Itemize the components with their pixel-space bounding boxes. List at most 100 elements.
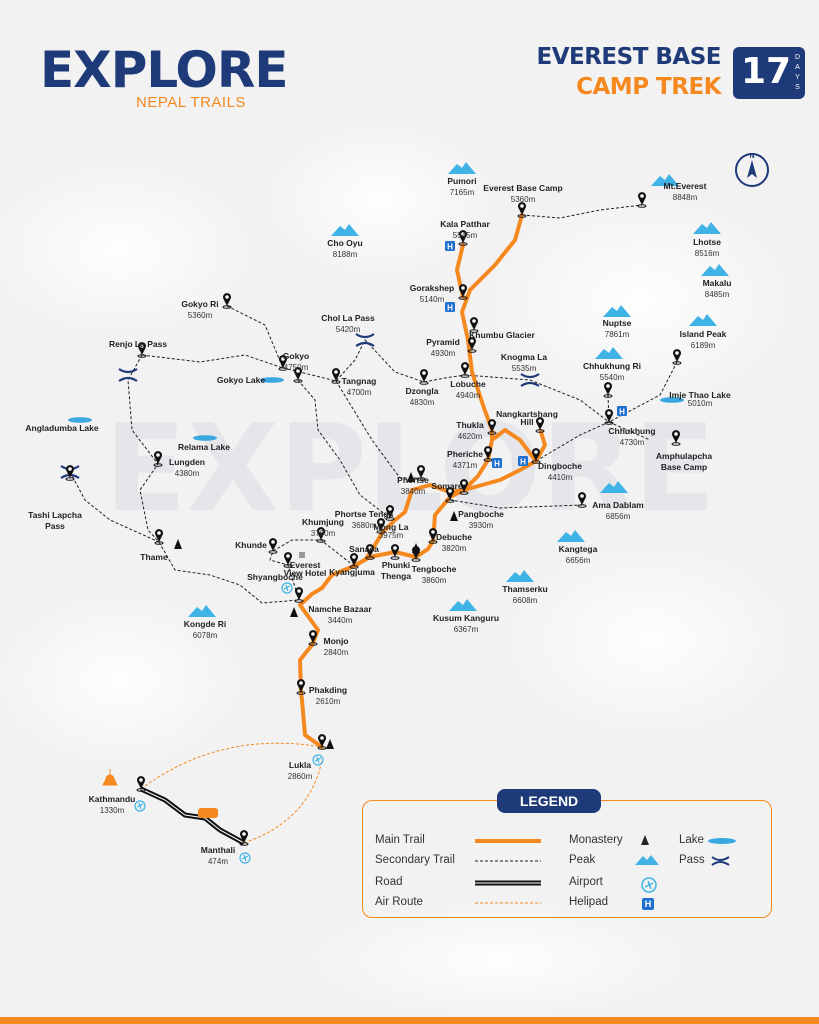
location-pin-icon[interactable] xyxy=(294,587,304,603)
place-elevation: 3440m xyxy=(328,616,353,625)
days-label: DAYS xyxy=(794,54,801,91)
location-pin-icon[interactable] xyxy=(283,552,293,568)
location-pin-icon[interactable] xyxy=(136,776,146,792)
place-name: Chhukhung Ri xyxy=(583,361,641,371)
place-label-somare: Somare xyxy=(431,481,462,491)
location-pin-icon[interactable] xyxy=(385,505,395,521)
place-name: Phakding xyxy=(309,685,347,695)
location-pin-icon[interactable] xyxy=(458,230,468,246)
location-pin-icon[interactable] xyxy=(153,451,163,467)
location-pin-icon[interactable] xyxy=(154,529,164,545)
location-pin-icon[interactable] xyxy=(65,465,75,481)
location-pin-icon[interactable] xyxy=(296,679,306,695)
place-name: Knogma La xyxy=(501,352,548,362)
peak-icon xyxy=(595,347,623,359)
location-pin-icon[interactable] xyxy=(268,538,278,554)
helipad-icon: H xyxy=(617,406,627,417)
secondary-trail-segment xyxy=(449,499,583,509)
place-name: Kangtega xyxy=(559,544,598,554)
place-elevation: 4930m xyxy=(431,349,456,358)
watermark: EXPLORE xyxy=(104,400,715,539)
location-pin-icon[interactable] xyxy=(239,830,249,846)
location-pin-icon[interactable] xyxy=(517,202,527,218)
monastery-icon xyxy=(412,543,420,553)
place-elevation: 4371m xyxy=(453,461,478,470)
place-name: Gokyo Lake xyxy=(217,375,265,385)
place-name: Tengboche xyxy=(412,564,457,574)
location-pin-icon[interactable] xyxy=(419,369,429,385)
place-name: Relama Lake xyxy=(178,442,230,452)
place-elevation: 6189m xyxy=(691,341,716,350)
location-pin-icon[interactable] xyxy=(487,419,497,435)
place-name: Pangboche xyxy=(458,509,504,519)
location-pin-icon[interactable] xyxy=(445,487,455,503)
place-label-phakding: Phakding 2610m xyxy=(309,685,347,706)
location-pin-icon[interactable] xyxy=(458,284,468,300)
legend-lake: Lake xyxy=(679,834,704,846)
location-pin-icon[interactable] xyxy=(365,544,375,560)
location-pin-icon[interactable] xyxy=(416,465,426,481)
place-name: Mt.Everest xyxy=(664,181,707,191)
title-line-2: CAMP TREK xyxy=(576,74,721,100)
place-name: Khumbu Glacier xyxy=(469,330,535,340)
location-pin-icon[interactable] xyxy=(390,544,400,560)
location-pin-icon[interactable] xyxy=(222,293,232,309)
place-name: Thamserku xyxy=(502,584,547,594)
location-pin-icon[interactable] xyxy=(604,409,614,425)
location-pin-icon[interactable] xyxy=(459,479,469,495)
location-pin-icon[interactable] xyxy=(577,492,587,508)
place-elevation: 4620m xyxy=(458,432,483,441)
location-pin-icon[interactable] xyxy=(531,448,541,464)
location-pin-icon[interactable] xyxy=(293,367,303,383)
location-pin-icon[interactable] xyxy=(637,192,647,208)
secondary-trail-segment xyxy=(521,204,643,219)
helipad-icon xyxy=(642,898,654,910)
place-elevation: 5535m xyxy=(512,364,537,373)
place-elevation: 5545m xyxy=(453,231,478,240)
location-pin-icon[interactable] xyxy=(317,734,327,750)
location-pin-icon[interactable] xyxy=(331,368,341,384)
location-pin-icon[interactable] xyxy=(349,553,359,569)
location-pin-icon[interactable] xyxy=(278,355,288,371)
explore-logo: EXPLORE NEPAL TRAILS xyxy=(40,42,310,112)
location-pin-icon[interactable] xyxy=(469,317,479,333)
place-label-khumbuglacier: Khumbu Glacier xyxy=(469,330,535,340)
location-pin-icon[interactable] xyxy=(460,362,470,378)
location-pin-icon[interactable] xyxy=(316,527,326,543)
logo-text: EXPLORE xyxy=(40,41,289,99)
lake-icon xyxy=(68,417,92,423)
place-name: Renjo La Pass xyxy=(109,339,167,349)
location-pin-icon[interactable] xyxy=(428,528,438,544)
location-pin-icon[interactable] xyxy=(603,382,613,398)
location-pin-icon[interactable] xyxy=(671,430,681,446)
place-elevation: 2860m xyxy=(288,772,313,781)
place-name: Lobuche xyxy=(450,379,486,389)
main-trail-segment xyxy=(534,430,547,463)
location-pin-icon[interactable] xyxy=(467,337,477,353)
place-elevation: 2610m xyxy=(316,697,341,706)
location-pin-icon[interactable] xyxy=(137,342,147,358)
location-pin-icon[interactable] xyxy=(376,518,386,534)
legend-title: LEGEND xyxy=(497,789,601,813)
monastery-icon xyxy=(450,511,458,521)
airport-icon xyxy=(239,852,251,864)
location-pin-icon[interactable] xyxy=(535,417,545,433)
location-pin-icon[interactable] xyxy=(308,630,318,646)
place-elevation: 4380m xyxy=(175,469,200,478)
peak-icon xyxy=(449,599,477,611)
peak-icon xyxy=(651,174,679,186)
location-pin-icon[interactable] xyxy=(672,349,682,365)
place-elevation: Hill xyxy=(520,417,533,427)
